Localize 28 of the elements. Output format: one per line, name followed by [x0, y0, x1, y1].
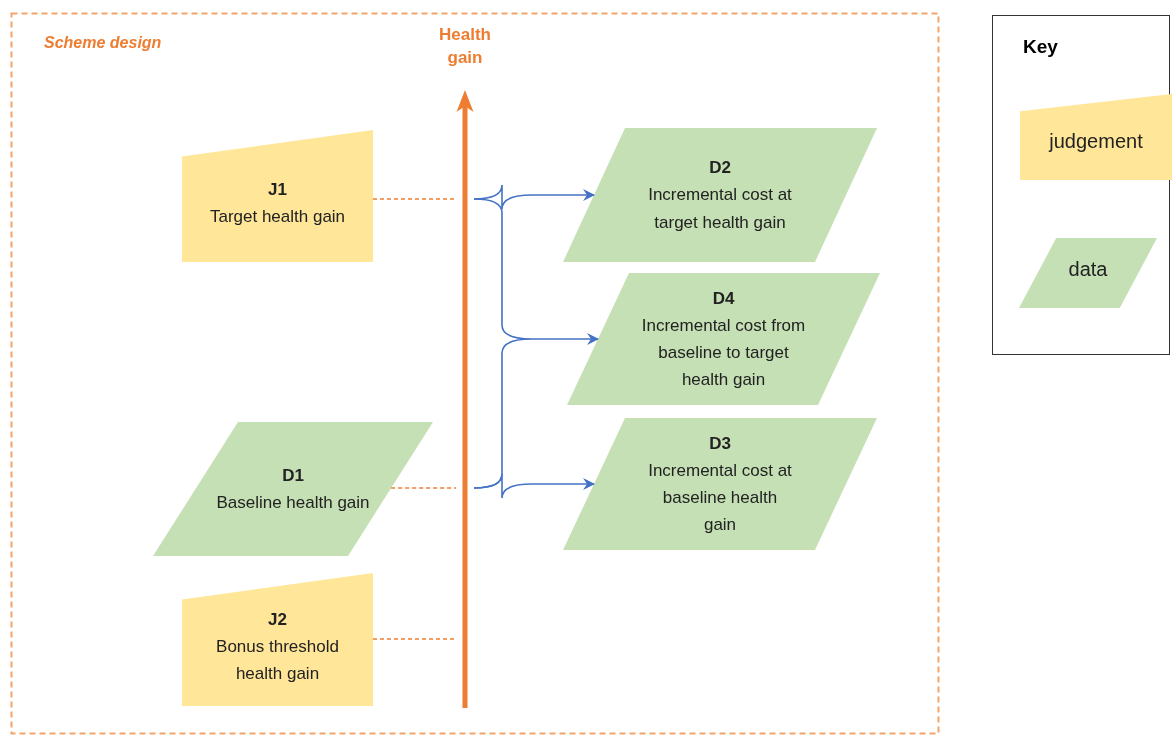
legend-label: data — [1067, 258, 1109, 281]
dashed-connector — [372, 198, 457, 200]
node-text: Incremental cost at target health gain — [647, 184, 793, 234]
node-code: D2 — [709, 157, 731, 180]
node-code: J2 — [268, 608, 287, 631]
judgement-box — [182, 573, 373, 706]
container-title: Scheme design — [44, 34, 162, 52]
node-text: Incremental cost from baseline to target health gain — [640, 314, 807, 392]
node-text: Baseline health gain — [216, 492, 370, 514]
dashed-connector — [390, 487, 457, 489]
dashed-connector — [372, 638, 457, 640]
node-text: Target health gain — [209, 206, 346, 228]
data-parallelogram — [563, 418, 877, 550]
node-text: Bonus threshold health gain — [215, 635, 340, 686]
legend-label: judgement — [1047, 130, 1144, 153]
node-code: J1 — [268, 178, 287, 201]
node-code: D4 — [712, 287, 735, 310]
node-code: D1 — [282, 464, 304, 487]
node-code: D3 — [709, 432, 731, 455]
node-text: Incremental cost at baseline health gain — [647, 459, 793, 537]
scheme-container — [10, 12, 940, 735]
arrow — [473, 473, 595, 499]
axis-label: Health gain — [438, 24, 492, 69]
data-parallelogram — [563, 128, 877, 262]
data-parallelogram — [567, 273, 880, 405]
judgement-box — [182, 130, 373, 262]
key-title: Key — [1023, 36, 1058, 58]
data-parallelogram — [153, 422, 433, 556]
